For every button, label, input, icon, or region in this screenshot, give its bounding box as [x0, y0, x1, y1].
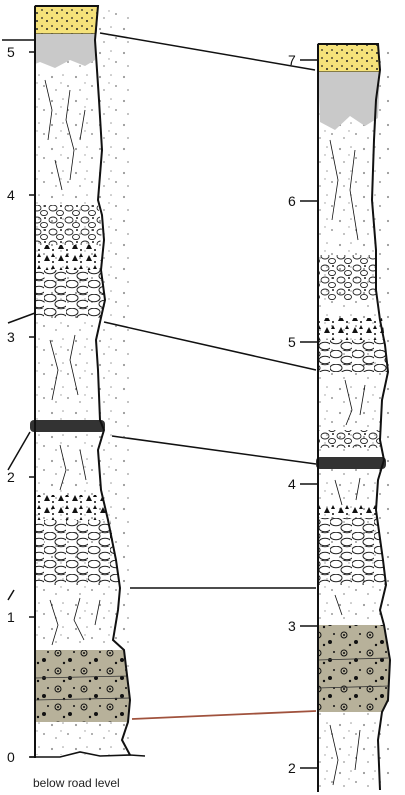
left-column: 0 1 2 3 4 5 below road level [2, 6, 145, 790]
right-tick-label-5: 5 [288, 334, 296, 350]
left-breccia-layer-lower [35, 495, 108, 520]
left-tick-label-5: 5 [7, 44, 15, 60]
right-dark-layer [316, 457, 386, 469]
right-column: 2 3 4 5 6 7 [288, 44, 390, 792]
right-tick-label-2: 2 [288, 760, 296, 776]
left-tick-label-4: 4 [7, 187, 15, 203]
left-cobble-layer [35, 270, 105, 318]
correlation-line-upper [104, 322, 316, 370]
left-breccia-layer [35, 245, 101, 270]
right-pebble-layer [318, 255, 376, 300]
right-tick-label-4: 4 [288, 476, 296, 492]
right-tick-label-3: 3 [288, 618, 296, 634]
correlation-line-top [100, 33, 315, 70]
correlation-line-red [132, 711, 316, 719]
left-cobble-layer-lower [35, 520, 120, 585]
right-breccia-layer [318, 318, 385, 340]
caption-below-road-level: below road level [33, 776, 120, 790]
left-tick-label-1: 1 [7, 609, 15, 625]
left-tick-label-2: 2 [7, 469, 15, 485]
right-pebble-layer-mid [318, 430, 380, 448]
right-tick-label-7: 7 [288, 52, 296, 68]
right-cobble-layer [318, 340, 388, 372]
right-ticks [300, 60, 318, 768]
left-tick-label-0: 0 [7, 749, 15, 765]
right-breccia-layer-lower [318, 505, 377, 518]
correlation-lines [100, 33, 316, 719]
left-ticks [2, 40, 35, 757]
left-tick-label-3: 3 [7, 329, 15, 345]
right-cobble-layer-lower [318, 518, 386, 585]
left-pebble-layer [35, 205, 102, 245]
right-tick-label-6: 6 [288, 193, 296, 209]
left-dark-layer [30, 420, 105, 432]
correlation-line-middle [112, 436, 316, 464]
